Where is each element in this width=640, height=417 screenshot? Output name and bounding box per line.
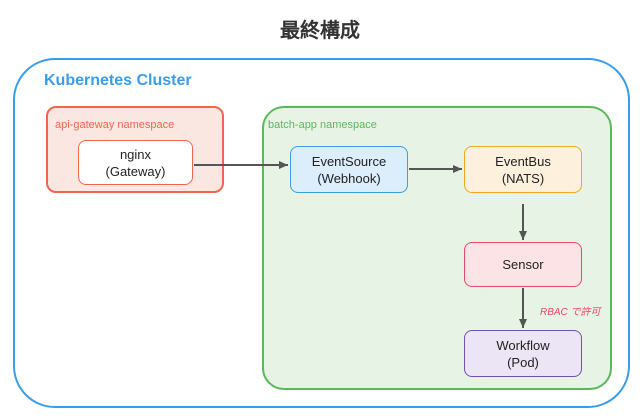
nginx-node-role: (Gateway) bbox=[105, 163, 166, 179]
eventbus-node-role: (NATS) bbox=[501, 170, 545, 186]
cluster-label: Kubernetes Cluster bbox=[44, 72, 192, 89]
workflow-node-role: (Pod) bbox=[507, 354, 539, 370]
rbac-edge-label: RBAC で許可 bbox=[540, 307, 601, 318]
eventsource-node-role: (Webhook) bbox=[317, 170, 381, 186]
nginx-node-name: nginx bbox=[119, 146, 152, 162]
api-gateway-namespace-label: api-gateway namespace bbox=[55, 119, 175, 131]
workflow-node: Workflow (Pod) bbox=[464, 330, 582, 377]
eventsource-node: EventSource (Webhook) bbox=[290, 146, 408, 193]
batch-app-namespace-label: batch-app namespace bbox=[268, 119, 377, 131]
diagram-title: 最終構成 bbox=[280, 18, 360, 42]
eventbus-node-name: EventBus bbox=[495, 153, 551, 169]
eventsource-node-name: EventSource bbox=[311, 153, 387, 169]
nginx-gateway-node: nginx (Gateway) bbox=[78, 140, 193, 185]
eventbus-node: EventBus (NATS) bbox=[464, 146, 582, 193]
sensor-node-name: Sensor bbox=[502, 257, 544, 272]
sensor-node: Sensor bbox=[464, 242, 582, 287]
workflow-node-name: Workflow bbox=[496, 337, 550, 353]
